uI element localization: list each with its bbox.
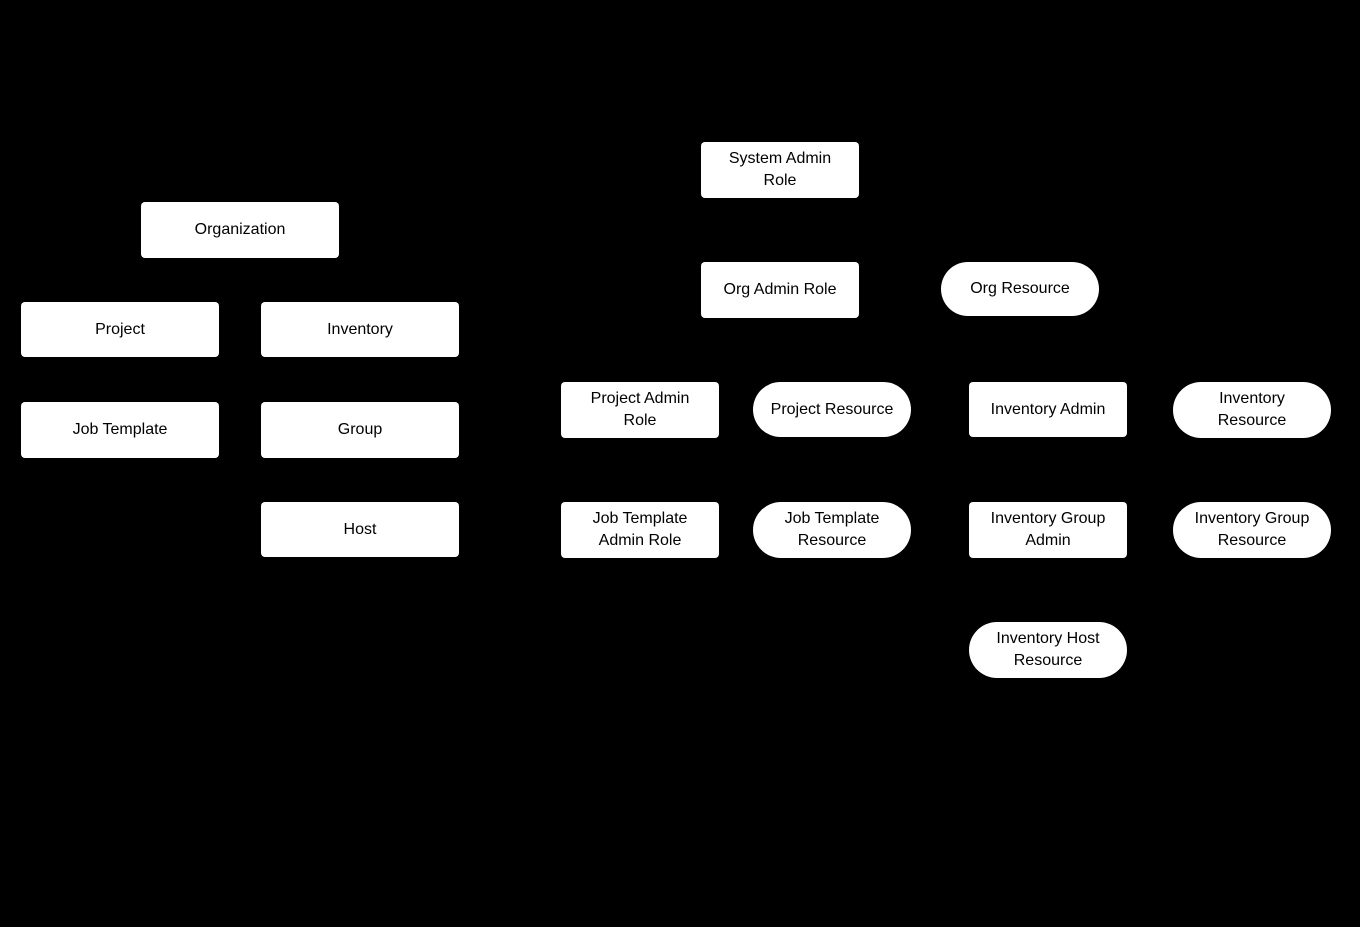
node-inventory-resource: Inventory Resource bbox=[1173, 382, 1331, 438]
node-system-admin-role: System Admin Role bbox=[701, 142, 859, 198]
node-job-template-admin-role: Job Template Admin Role bbox=[561, 502, 719, 558]
node-host: Host bbox=[261, 502, 459, 557]
node-label: Project Resource bbox=[770, 400, 894, 418]
node-project-admin-role: Project Admin Role bbox=[561, 382, 719, 438]
node-inventory-group-resource: Inventory Group Resource bbox=[1173, 502, 1331, 558]
node-label: Inventory Resource bbox=[1217, 390, 1287, 429]
node-label: System Admin Role bbox=[728, 150, 832, 189]
node-label: Inventory Host Resource bbox=[996, 630, 1100, 669]
node-label: Org Admin Role bbox=[723, 281, 837, 299]
node-inventory-host-resource: Inventory Host Resource bbox=[969, 622, 1127, 678]
node-job-template: Job Template bbox=[21, 402, 219, 458]
node-label: Inventory Group Resource bbox=[1194, 510, 1310, 549]
node-label: Group bbox=[337, 421, 383, 439]
node-label: Org Resource bbox=[970, 280, 1070, 298]
node-label: Project Admin Role bbox=[590, 390, 690, 429]
node-label: Inventory Admin bbox=[990, 400, 1106, 418]
node-inventory: Inventory bbox=[261, 302, 459, 357]
node-org-resource: Org Resource bbox=[941, 262, 1099, 316]
node-project: Project bbox=[21, 302, 219, 357]
node-label: Job Template bbox=[72, 421, 168, 439]
node-inventory-admin: Inventory Admin bbox=[969, 382, 1127, 437]
node-org-admin-role: Org Admin Role bbox=[701, 262, 859, 318]
node-label: Inventory bbox=[327, 320, 393, 338]
node-label: Inventory Group Admin bbox=[990, 510, 1106, 549]
node-label: Job Template Admin Role bbox=[592, 510, 688, 549]
node-project-resource: Project Resource bbox=[753, 382, 911, 437]
node-label: Host bbox=[343, 520, 377, 538]
node-inventory-group-admin: Inventory Group Admin bbox=[969, 502, 1127, 558]
node-job-template-resource: Job Template Resource bbox=[753, 502, 911, 558]
node-label: Job Template Resource bbox=[784, 510, 880, 549]
node-group: Group bbox=[261, 402, 459, 458]
node-label: Organization bbox=[194, 221, 286, 239]
node-organization: Organization bbox=[141, 202, 339, 258]
node-label: Project bbox=[95, 320, 145, 338]
